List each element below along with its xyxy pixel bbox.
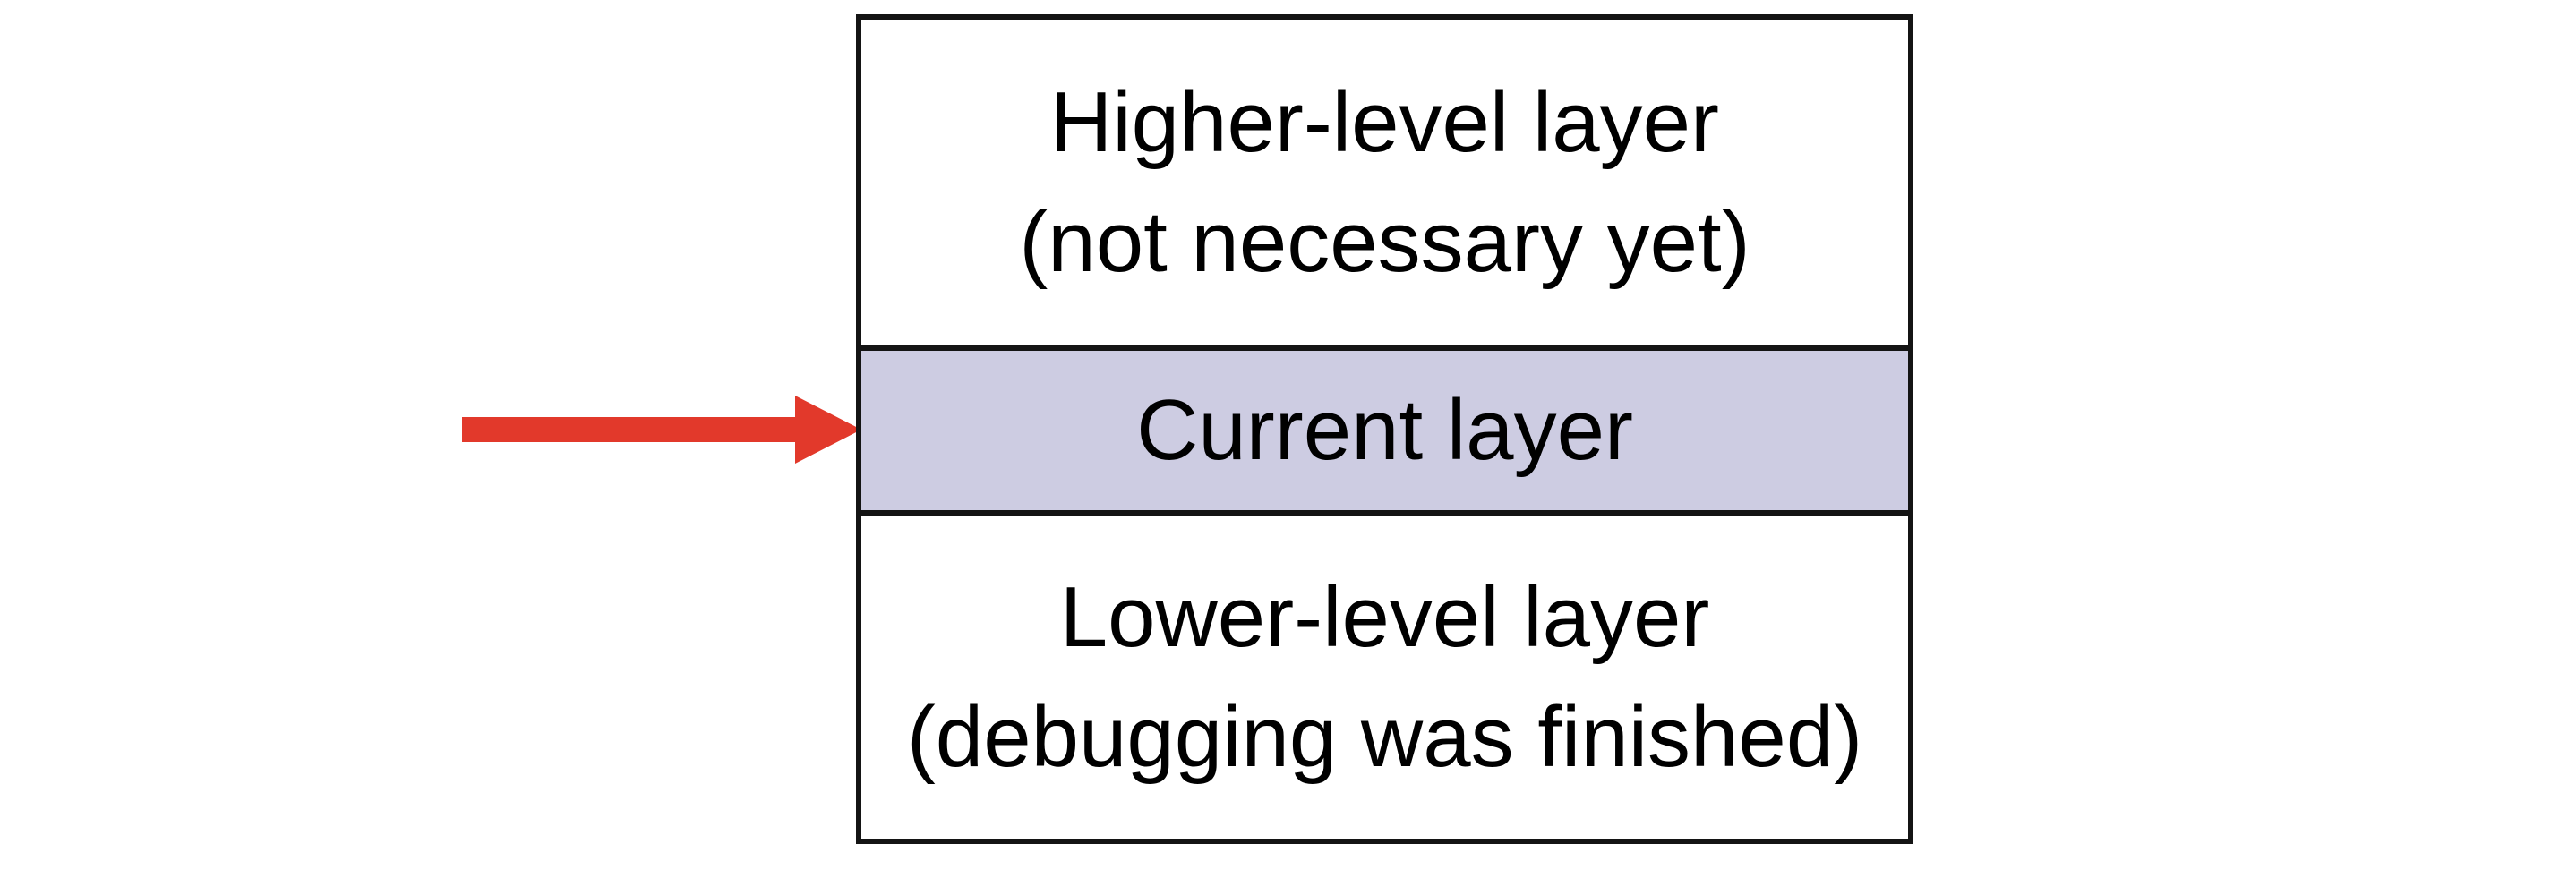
layer-note: (not necessary yet) — [1019, 193, 1750, 290]
layer-stack-box: Higher-level layer (not necessary yet) C… — [856, 14, 1913, 844]
arrow-icon — [462, 396, 861, 464]
layer-title: Higher-level layer — [1050, 73, 1719, 170]
layer-section-lower-level: Lower-level layer (debugging was finishe… — [861, 516, 1908, 839]
layer-section-higher-level: Higher-level layer (not necessary yet) — [861, 20, 1908, 345]
layer-title: Lower-level layer — [1059, 569, 1710, 665]
layer-section-current: Current layer — [861, 345, 1908, 516]
layer-title: Current layer — [1136, 382, 1633, 478]
layer-note: (debugging was finished) — [906, 689, 1863, 785]
